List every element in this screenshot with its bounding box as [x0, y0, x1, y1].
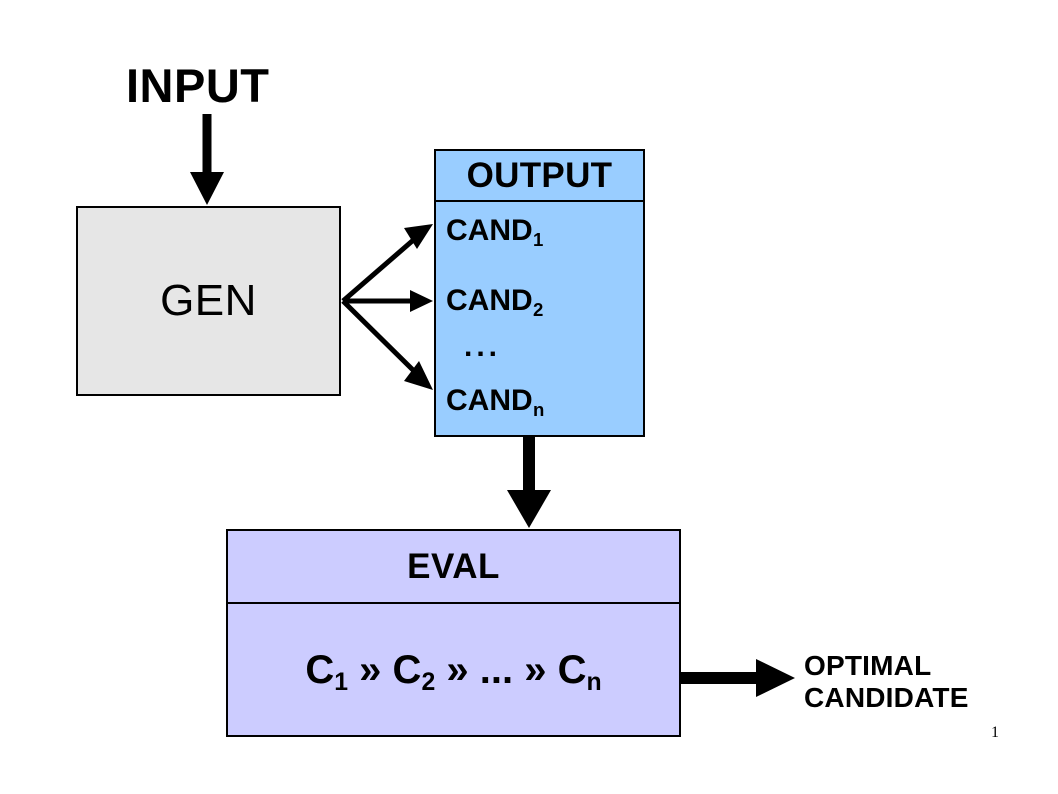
ranking-cn-base: C [557, 647, 587, 692]
candidate-ellipsis: ... [464, 330, 502, 363]
arrow-gen-to-cand-n [341, 299, 433, 390]
eval-box-header-label: EVAL [407, 546, 500, 586]
gen-box[interactable]: GEN [76, 206, 341, 396]
eval-box-body: C1 » C2 » ... » Cn [228, 604, 679, 735]
ranking-cn-subscript: n [586, 668, 602, 696]
candidate-item-2-base: CAND [446, 284, 533, 317]
candidate-item-1-base: CAND [446, 214, 533, 247]
page-number: 1 [991, 724, 999, 741]
ranking-c1-base: C [305, 647, 335, 692]
optimal-candidate-line-1: OPTIMAL [804, 650, 932, 681]
ranking-operator-3: » [524, 647, 547, 692]
candidate-item-n-subscript: n [533, 398, 545, 420]
optimal-candidate-line-2: CANDIDATE [804, 682, 969, 714]
arrow-input-to-gen [190, 114, 224, 205]
eval-box[interactable]: EVAL C1 » C2 » ... » Cn [226, 529, 681, 737]
output-box-header-label: OUTPUT [466, 155, 613, 195]
candidate-item-2: CAND2 [446, 284, 543, 319]
ranking-operator-2: » [446, 647, 469, 692]
arrow-output-to-eval [507, 437, 551, 528]
ranking-c2-base: C [392, 647, 422, 692]
eval-box-header: EVAL [228, 531, 679, 604]
output-box-header: OUTPUT [436, 151, 643, 202]
output-box-body: CAND1 CAND2 ... CANDn [436, 202, 643, 435]
optimal-candidate-label: OPTIMAL CANDIDATE [804, 650, 969, 715]
ranking-ellipsis: ... [479, 647, 514, 692]
arrow-eval-to-optimal [681, 659, 795, 697]
gen-box-label: GEN [160, 276, 257, 325]
ranking-c2-subscript: 2 [421, 668, 436, 696]
candidate-item-1: CAND1 [446, 214, 543, 249]
eval-ranking-expression: C1 » C2 » ... » Cn [305, 647, 601, 695]
candidate-item-n: CANDn [446, 384, 544, 419]
input-label: INPUT [126, 59, 270, 112]
ranking-operator-1: » [359, 647, 382, 692]
output-box[interactable]: OUTPUT CAND1 CAND2 ... CANDn [434, 149, 645, 437]
candidate-item-1-subscript: 1 [533, 228, 544, 250]
ranking-c1-subscript: 1 [334, 668, 349, 696]
arrow-gen-to-cand-1 [341, 224, 433, 303]
arrow-gen-to-cand-2 [343, 290, 433, 312]
candidate-item-n-base: CAND [446, 384, 533, 417]
candidate-item-2-subscript: 2 [533, 298, 544, 320]
